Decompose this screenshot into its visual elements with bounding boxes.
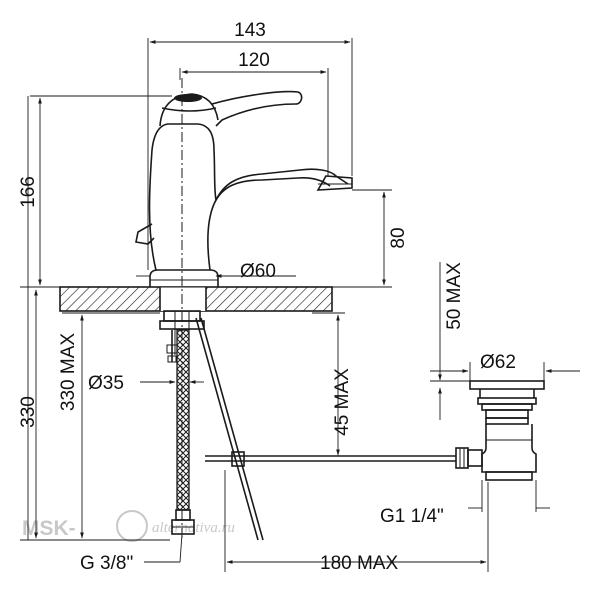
dim-spout-height: 80 bbox=[388, 227, 409, 248]
dim-width-spout: 120 bbox=[238, 50, 270, 71]
dim-drain-thread: G1 1/4" bbox=[380, 506, 444, 527]
dim-hole-diameter: Ø35 bbox=[88, 373, 124, 394]
dim-deck-thickness: 50 MAX bbox=[444, 262, 465, 330]
dim-base-diameter: Ø60 bbox=[240, 261, 276, 282]
dim-height-faucet: 166 bbox=[18, 176, 39, 208]
watermark: MSK- alternativa.ru bbox=[22, 510, 235, 542]
faucet-body bbox=[135, 90, 353, 287]
countertop bbox=[59, 286, 333, 312]
dim-rod-offset: 45 MAX bbox=[332, 368, 353, 436]
dim-rod-length: 180 MAX bbox=[320, 553, 398, 574]
dimension-lines bbox=[20, 38, 580, 572]
dimension-labels: 143 120 166 80 Ø60 50 MAX Ø62 330 MAX 33… bbox=[18, 20, 516, 574]
underside-assembly bbox=[159, 310, 264, 541]
watermark-brand: MSK- bbox=[22, 517, 76, 540]
drain-assembly bbox=[205, 380, 545, 481]
dim-drain-diameter: Ø62 bbox=[480, 352, 516, 373]
dim-hose-thread: G 3/8" bbox=[80, 553, 133, 574]
dim-width-overall: 143 bbox=[234, 20, 266, 41]
dim-hose-length: 330 MAX bbox=[58, 333, 79, 411]
dim-total-height: 330 bbox=[18, 396, 39, 428]
